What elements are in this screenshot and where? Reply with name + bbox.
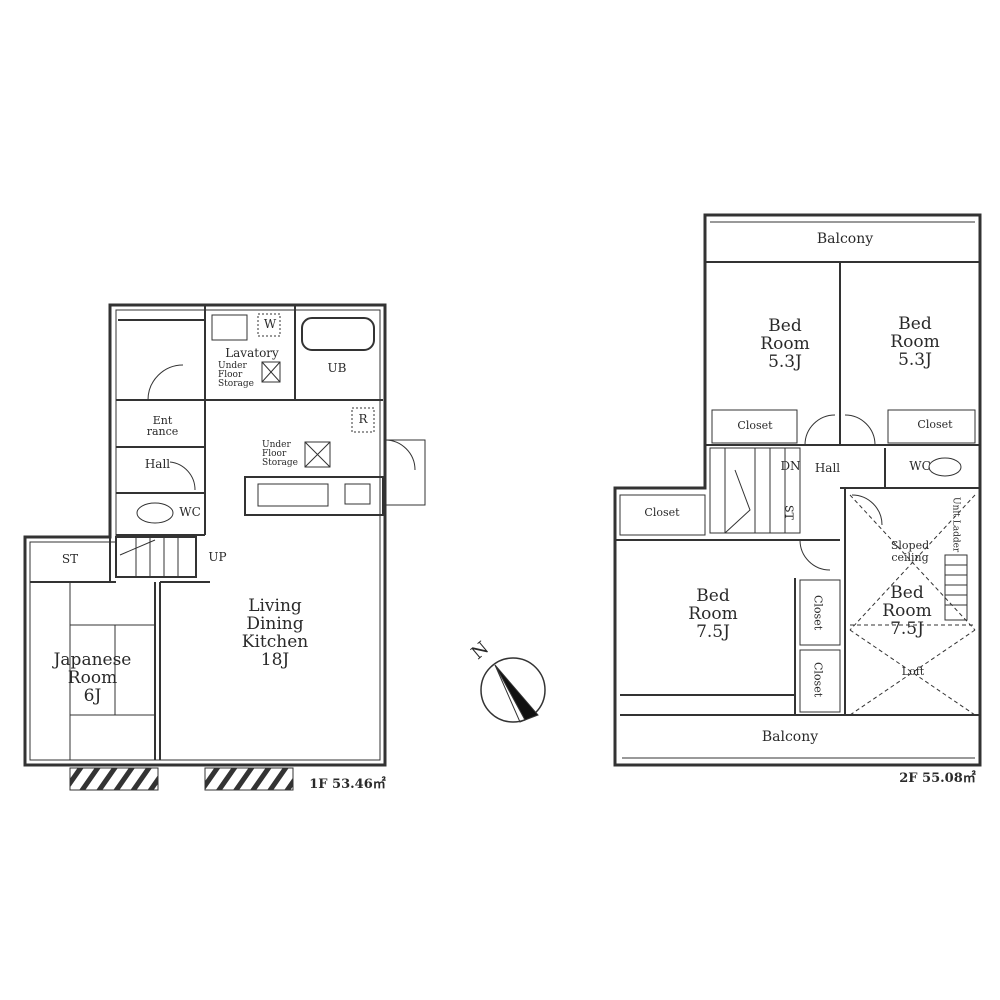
sloped-ceiling-label: Sloped ceiling (890, 539, 930, 564)
closet1-label: Closet (737, 419, 773, 432)
washer-label: W (263, 317, 277, 331)
floor2-walls (613, 213, 982, 767)
room-wc2-label: WC (909, 459, 931, 473)
closet4-label: Closet (811, 595, 825, 631)
room-hall-label: Hall (144, 457, 171, 471)
floor1-walls (23, 303, 426, 791)
room-japanese-label: Japanese Room 6J (53, 650, 132, 706)
lav-storage-label: Under Floor Storage (218, 361, 254, 389)
room-wc-label: WC (179, 505, 201, 519)
kitchen-storage-label: Under Floor Storage (262, 440, 298, 468)
room-hall2-label: Hall (814, 461, 841, 475)
room-st-label: ST (61, 552, 79, 566)
st2-label: ST (782, 505, 796, 520)
balcony-top-label: Balcony (816, 231, 874, 247)
room-bed2-label: Bed Room 5.3J (890, 314, 940, 370)
fridge-label: R (358, 412, 368, 426)
room-lavatory-label: Lavatory (225, 346, 279, 360)
floor1-area-label: 1F 53.46㎡ (309, 777, 386, 792)
room-bed3-label: Bed Room 7.5J (688, 586, 738, 642)
room-ldk-label: Living Dining Kitchen 18J (241, 596, 309, 670)
stair-up-label: UP (208, 550, 227, 564)
room-ub-label: UB (327, 361, 347, 375)
balcony-bottom-label: Balcony (761, 729, 819, 745)
room-bed1-label: Bed Room 5.3J (760, 316, 810, 372)
closet5-label: Closet (811, 662, 825, 698)
room-bed4-label: Bed Room 7.5J (882, 583, 932, 639)
loft-label: Loft (901, 665, 925, 678)
floor2-area-label: 2F 55.08㎡ (899, 771, 976, 786)
stair-dn-label: DN (780, 459, 801, 473)
closet2-label: Closet (917, 418, 953, 431)
closet3-label: Closet (644, 506, 680, 519)
north-compass-drawing (480, 657, 546, 723)
unit-ladder-label: Unit Ladder (950, 497, 961, 553)
room-entrance-label: Ent rance (146, 414, 179, 438)
